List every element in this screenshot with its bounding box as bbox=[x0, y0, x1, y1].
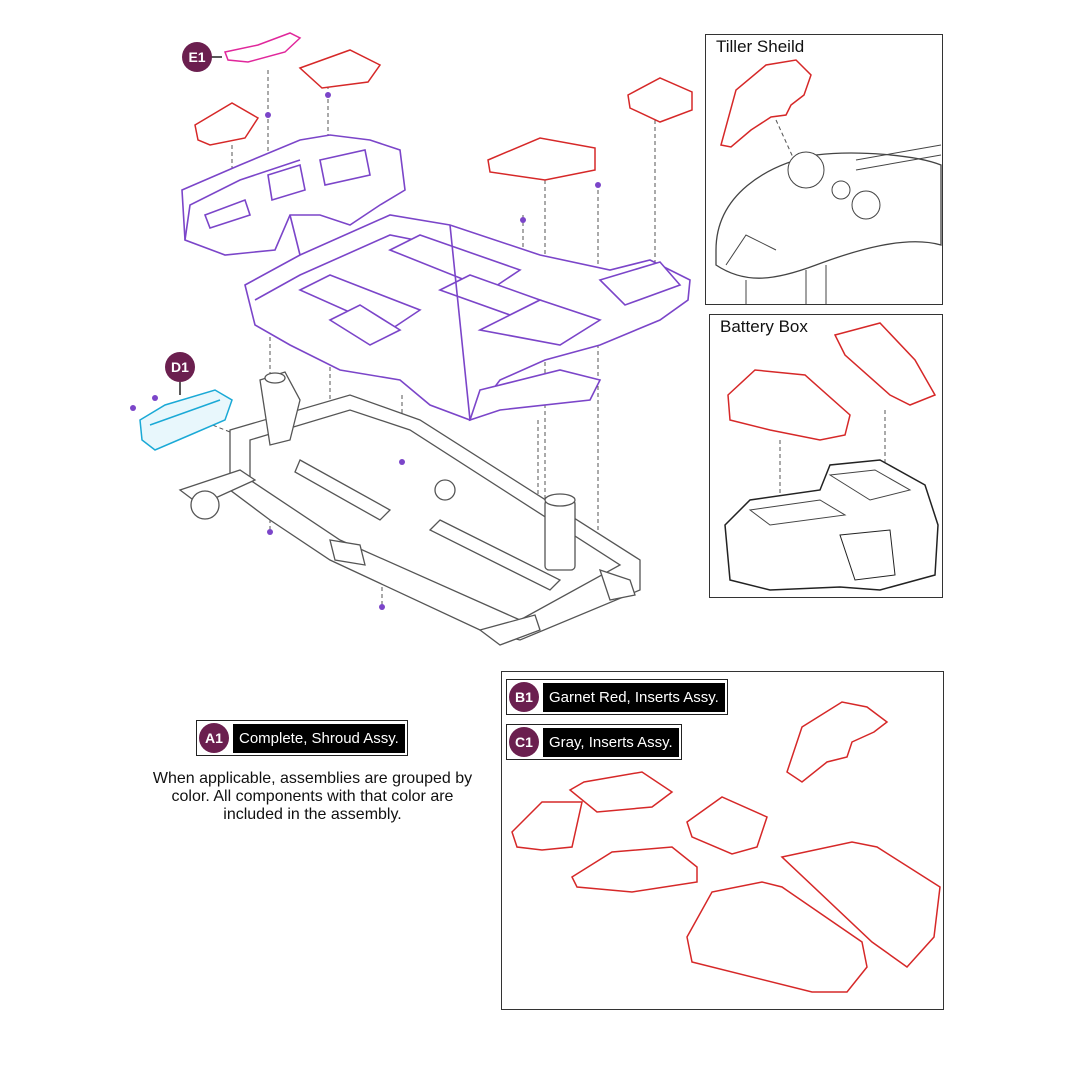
battery-box-title: Battery Box bbox=[720, 317, 808, 336]
inserts-drawing bbox=[511, 701, 941, 993]
legend-a1-badge: A1 bbox=[199, 723, 229, 753]
red-inserts-main bbox=[194, 49, 693, 181]
inserts-assembly-panel bbox=[501, 671, 944, 1010]
legend-b1: B1 Garnet Red, Inserts Assy. bbox=[506, 679, 728, 715]
legend-c1: C1 Gray, Inserts Assy. bbox=[506, 724, 682, 760]
screws bbox=[130, 92, 601, 610]
legend-a1: A1 Complete, Shroud Assy. bbox=[196, 720, 408, 756]
e1-badge: E1 bbox=[182, 42, 212, 72]
assembly-grouping-note: When applicable, assemblies are grouped … bbox=[152, 770, 473, 823]
legend-b1-label: Garnet Red, Inserts Assy. bbox=[543, 682, 725, 712]
legend-a1-label: Complete, Shroud Assy. bbox=[233, 723, 405, 753]
legend-b1-badge: B1 bbox=[509, 682, 539, 712]
d1-badge: D1 bbox=[165, 352, 195, 382]
legend-c1-badge: C1 bbox=[509, 727, 539, 757]
cyan-d1-part bbox=[139, 382, 233, 451]
battery-box-drawing bbox=[724, 322, 939, 591]
pink-e1-part bbox=[200, 32, 302, 63]
tiller-shield-title: Tiller Sheild bbox=[716, 37, 805, 56]
battery-box-panel: Battery Box bbox=[709, 314, 943, 598]
shroud-assembly bbox=[181, 134, 691, 422]
tiller-shield-drawing bbox=[715, 59, 942, 304]
tiller-shield-panel: Tiller Sheild bbox=[705, 34, 943, 305]
legend-c1-label: Gray, Inserts Assy. bbox=[543, 727, 679, 757]
chassis-frame bbox=[178, 371, 641, 646]
